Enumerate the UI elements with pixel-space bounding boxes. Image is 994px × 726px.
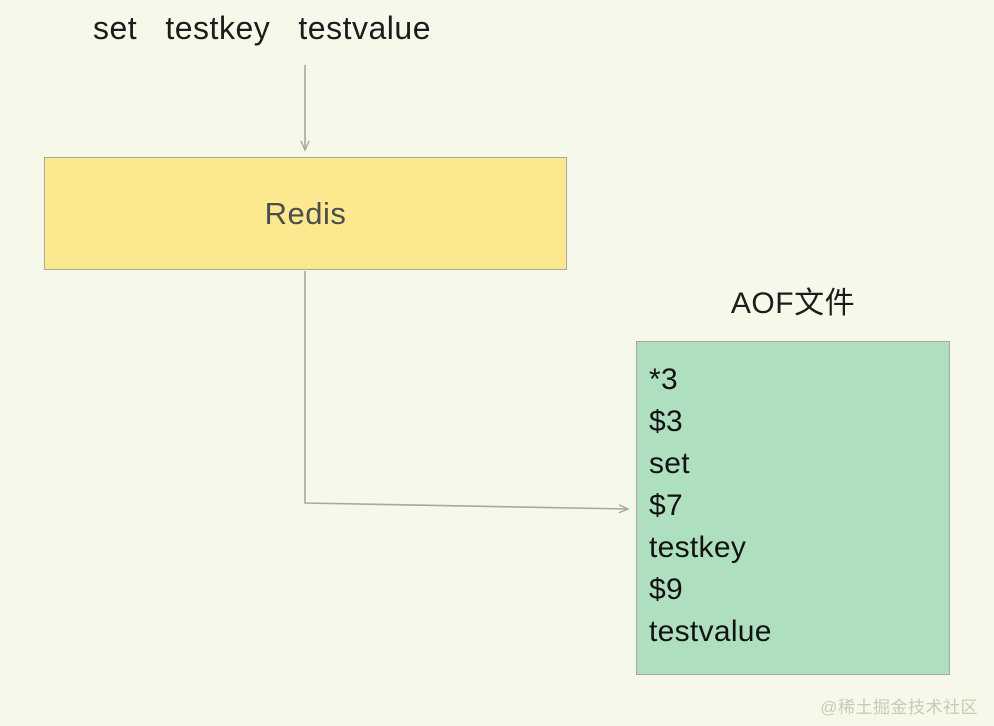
command-text: set testkey testvalue [93,10,431,46]
aof-line: $3 [649,405,683,438]
aof-line: set [649,447,690,480]
redis-node[interactable]: Redis [44,157,567,270]
redis-node-label: Redis [264,195,347,231]
aof-line: *3 [649,363,678,396]
aof-file-node[interactable]: *3 $3 set $7 testkey $9 testvalue [636,341,950,675]
aof-line: $9 [649,573,683,606]
watermark: @稀土掘金技术社区 [820,698,978,717]
aof-line: $7 [649,489,683,522]
aof-content-lines: *3 $3 set $7 testkey $9 testvalue [649,359,949,653]
aof-file-title: AOF文件 [730,287,856,320]
aof-line: testvalue [649,615,772,648]
aof-line: testkey [649,531,747,564]
edge-redis-to-aof [304,271,630,514]
